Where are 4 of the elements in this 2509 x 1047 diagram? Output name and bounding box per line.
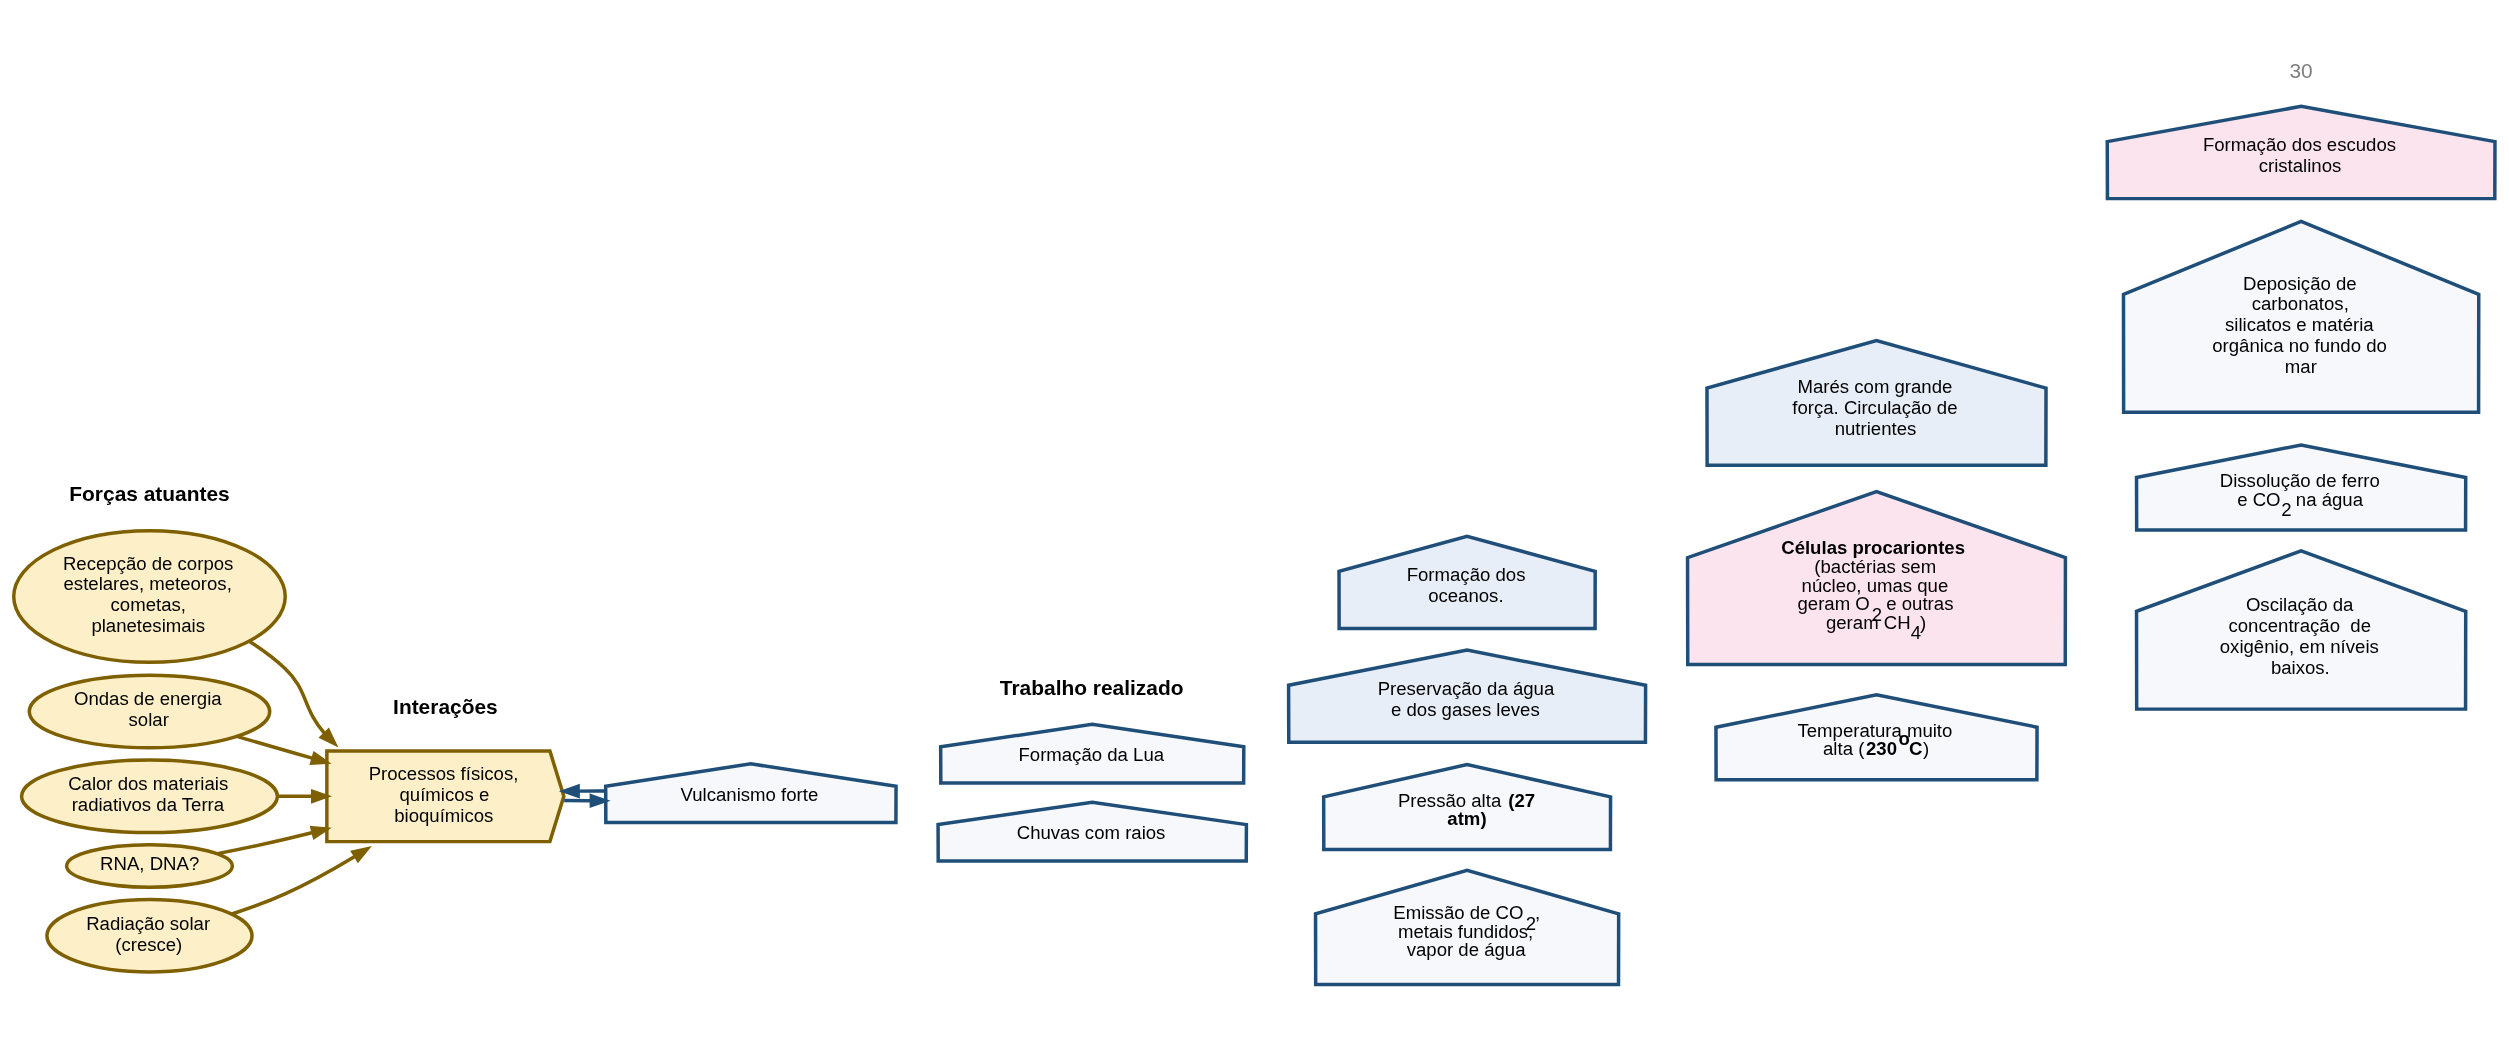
label: Trabalho realizado [999, 675, 1184, 699]
label: 30 [2289, 58, 2313, 82]
label: Forças atuantes [69, 481, 230, 505]
label: Interações [393, 694, 498, 718]
